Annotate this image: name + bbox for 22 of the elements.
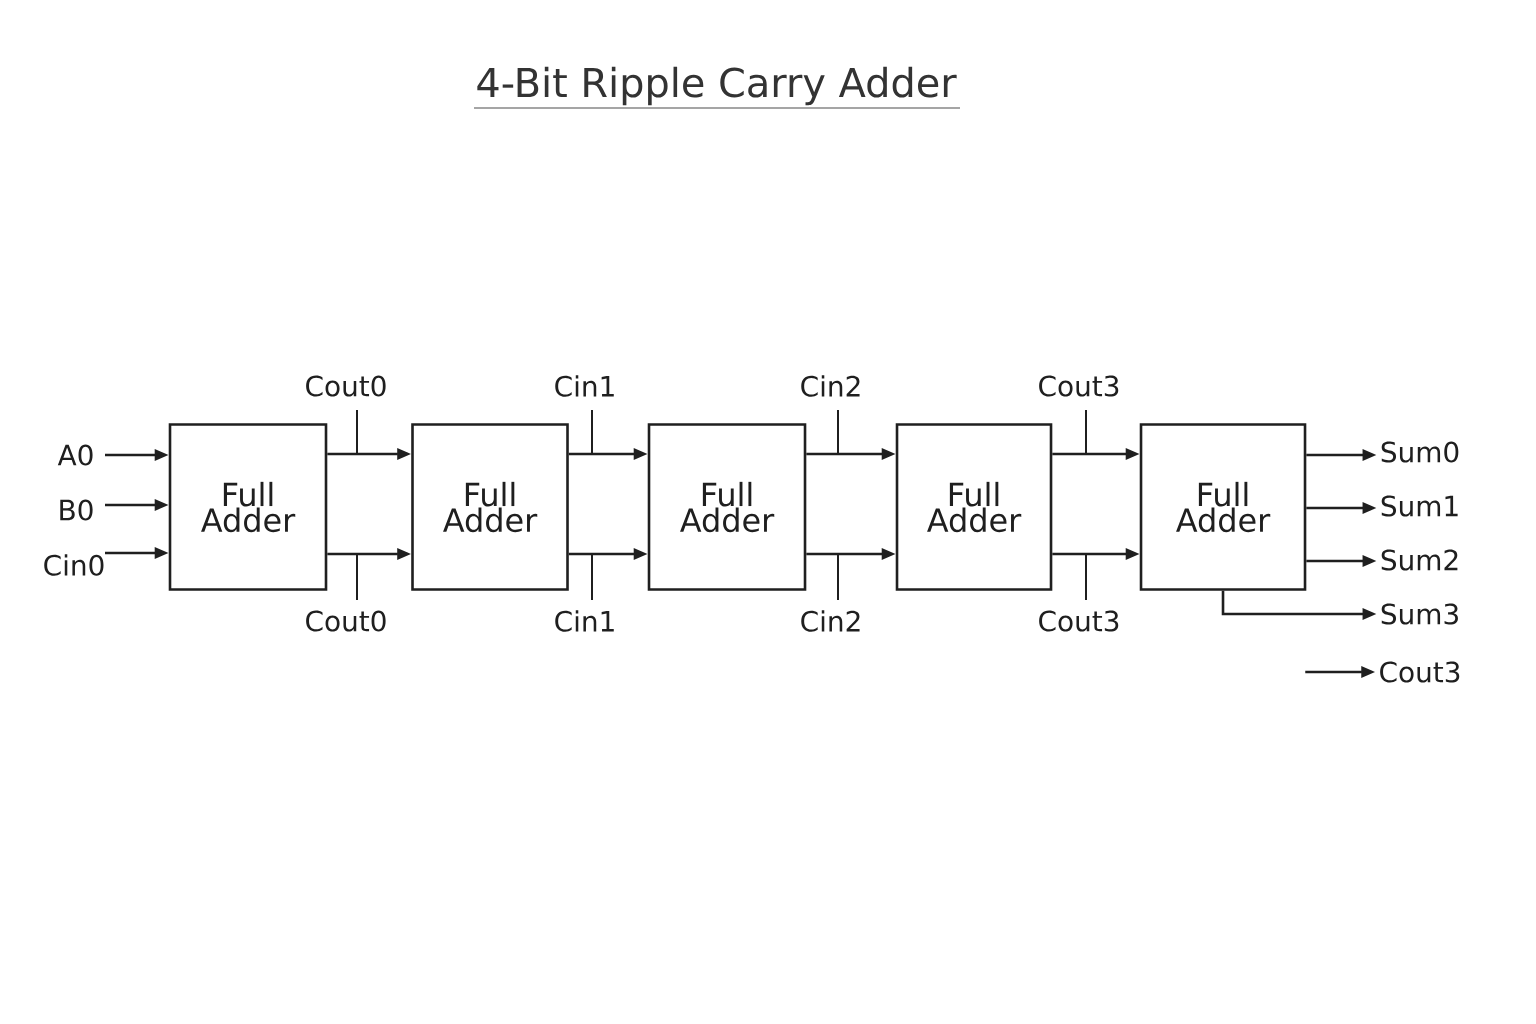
edge-label: Cin2 (801, 610, 860, 632)
edge-label: Cout0 (306, 375, 386, 397)
edge-label: Cout3 (1039, 610, 1119, 632)
signal-label: Sum1 (1381, 495, 1458, 517)
adder-box: Full Adder (1139, 423, 1307, 591)
edge-label: Cin2 (801, 375, 860, 397)
title: 4-Bit Ripple Carry Adder (477, 66, 957, 106)
signal-label: Sum3 (1381, 603, 1458, 625)
edge-label: Cin1 (555, 375, 614, 397)
adder-box: Full Adder (895, 423, 1053, 591)
signal-label: Cin0 (44, 554, 104, 576)
adder-box: Full Adder (168, 423, 328, 591)
signal-label: Sum2 (1381, 549, 1458, 571)
edge-label: Cout3 (1039, 375, 1119, 397)
adder-box: Full Adder (647, 423, 807, 591)
signal-label: B0 (60, 499, 93, 521)
edge-label: Cin1 (555, 610, 614, 632)
signal-label: A0 (57, 444, 93, 466)
edge-label: Cout0 (306, 610, 386, 632)
adder-box: Full Adder (411, 423, 569, 591)
signal-label: Sum0 (1381, 441, 1459, 463)
signal-label: Cout3 (1380, 661, 1460, 683)
